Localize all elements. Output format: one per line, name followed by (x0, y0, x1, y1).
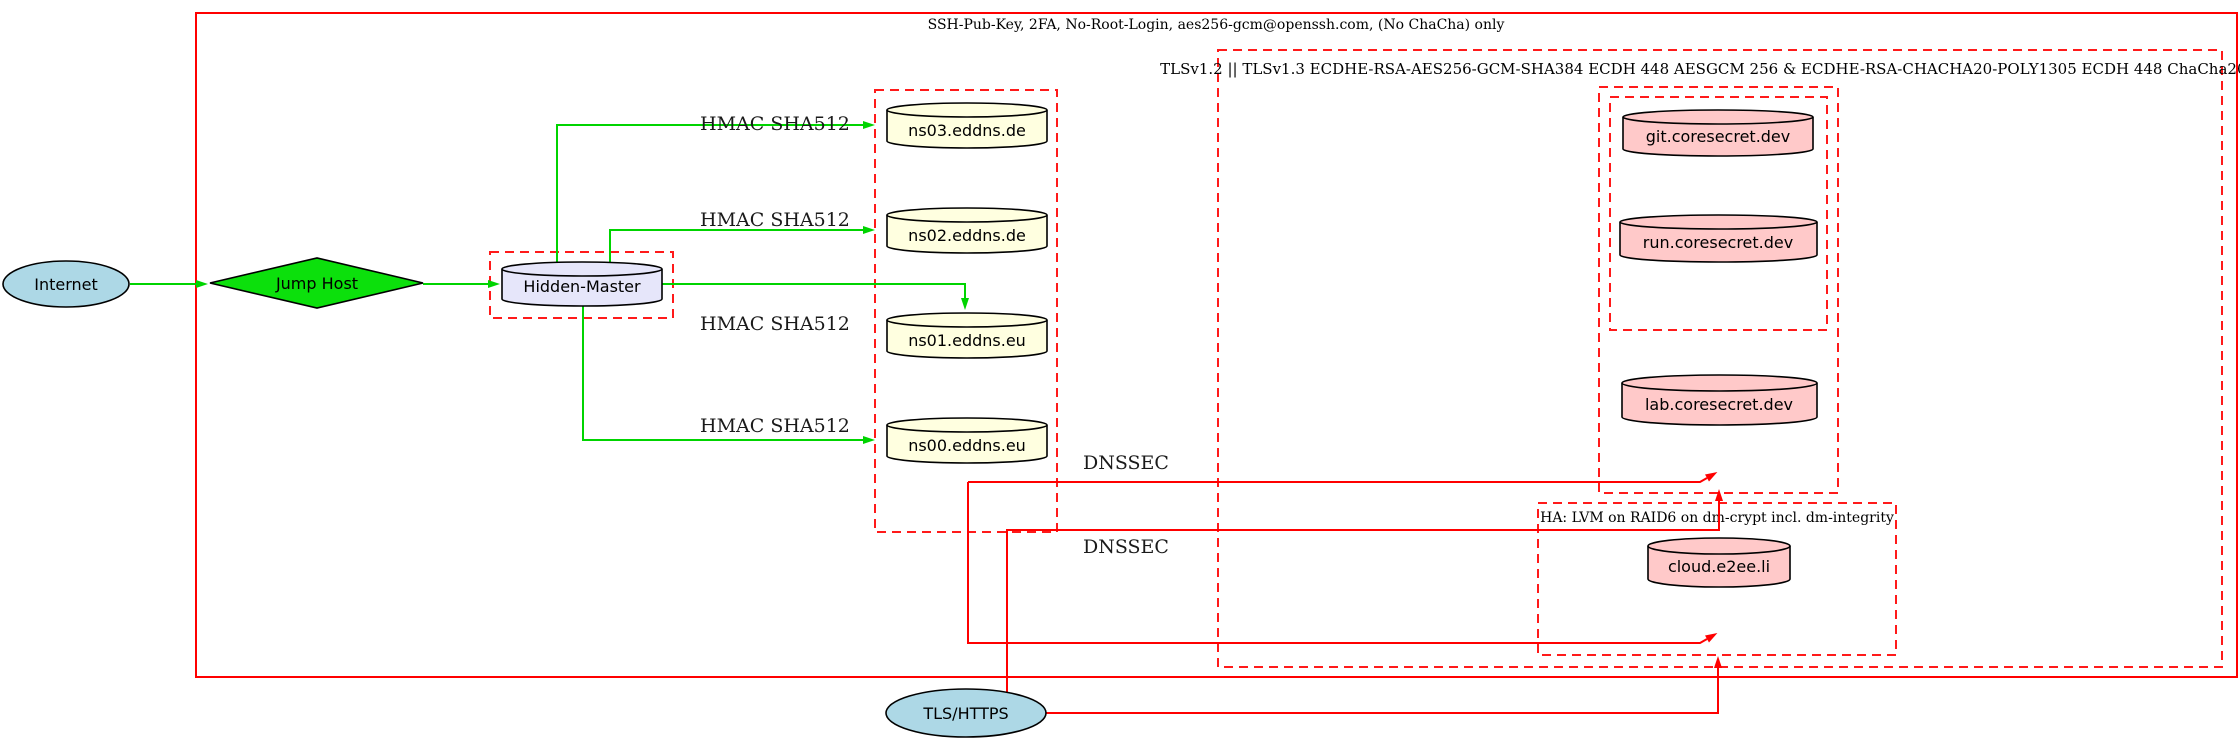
cloud-label: cloud.e2ee.li (1668, 557, 1770, 576)
run-node (1619, 214, 1818, 263)
git-cylinder-lens (1622, 116, 1814, 125)
edge-hmac-ns02 (609, 226, 875, 262)
internet-label: Internet (34, 275, 98, 294)
ssh-perimeter-box (195, 12, 2238, 678)
ns02-cylinder-lens (886, 214, 1048, 223)
edge-dnssec-lower (967, 482, 1718, 644)
hidden-master-cylinder-lens (501, 268, 663, 277)
coresecret-outer-box (1598, 86, 1839, 494)
ns00-cylinder-lens (886, 424, 1048, 433)
edge-dnssec-upper (968, 472, 1718, 483)
run-label: run.coresecret.dev (1643, 233, 1793, 252)
ns03-label: ns03.eddns.de (908, 121, 1026, 140)
ha-zone-label: HA: LVM on RAID6 on dm-crypt incl. dm-in… (1540, 510, 1894, 526)
hidden-master-node (501, 261, 663, 307)
tls-zone-label: TLSv1.2 || TLSv1.3 ECDHE-RSA-AES256-GCM-… (1160, 60, 2240, 78)
tls-https-label: TLS/HTTPS (922, 704, 1008, 723)
edge-label-hmac-ns02: HMAC SHA512 (700, 209, 850, 231)
tls-https-node (885, 688, 1047, 738)
edge-tls-to-coresecret (1006, 489, 1723, 702)
ns02-label: ns02.eddns.de (908, 226, 1026, 245)
edge-hmac-ns00 (582, 302, 875, 444)
ns03-cylinder-lens (886, 109, 1048, 118)
edge-hmac-ns03 (556, 121, 875, 262)
ns01-node (886, 312, 1048, 359)
git-label: git.coresecret.dev (1646, 127, 1791, 146)
ns03-node (886, 102, 1048, 149)
edge-label-dnssec-lower: DNSSEC (1083, 536, 1169, 558)
jump-host-label: Jump Host (275, 274, 358, 293)
edge-label-hmac-ns00: HMAC SHA512 (700, 415, 850, 437)
cloud-cylinder-lens (1647, 545, 1791, 555)
edge-tls-to-ha (1046, 656, 1722, 714)
git-node (1622, 109, 1814, 157)
ns00-label: ns00.eddns.eu (908, 436, 1026, 455)
ns01-cylinder-lens (886, 319, 1048, 328)
ns00-node (886, 417, 1048, 464)
edge-label-hmac-ns03: HMAC SHA512 (700, 113, 850, 135)
lab-node (1621, 374, 1818, 426)
coresecret-inner-box (1609, 96, 1828, 331)
ns01-label: ns01.eddns.eu (908, 331, 1026, 350)
ssh-perimeter-label: SSH-Pub-Key, 2FA, No-Root-Login, aes256-… (928, 17, 1505, 33)
ns02-node (886, 207, 1048, 254)
edge-label-dnssec-upper: DNSSEC (1083, 452, 1169, 474)
jump-host-node (209, 257, 424, 309)
hidden-master-label: Hidden-Master (523, 277, 641, 296)
dns-cluster-box (874, 89, 1058, 533)
internet-node (2, 260, 130, 308)
run-cylinder-lens (1619, 221, 1818, 230)
cloud-node (1647, 537, 1791, 588)
lab-label: lab.coresecret.dev (1645, 395, 1793, 414)
lab-cylinder-lens (1621, 382, 1818, 392)
edge-hmac-ns01 (662, 283, 969, 310)
edge-label-hmac-ns01: HMAC SHA512 (700, 313, 850, 335)
